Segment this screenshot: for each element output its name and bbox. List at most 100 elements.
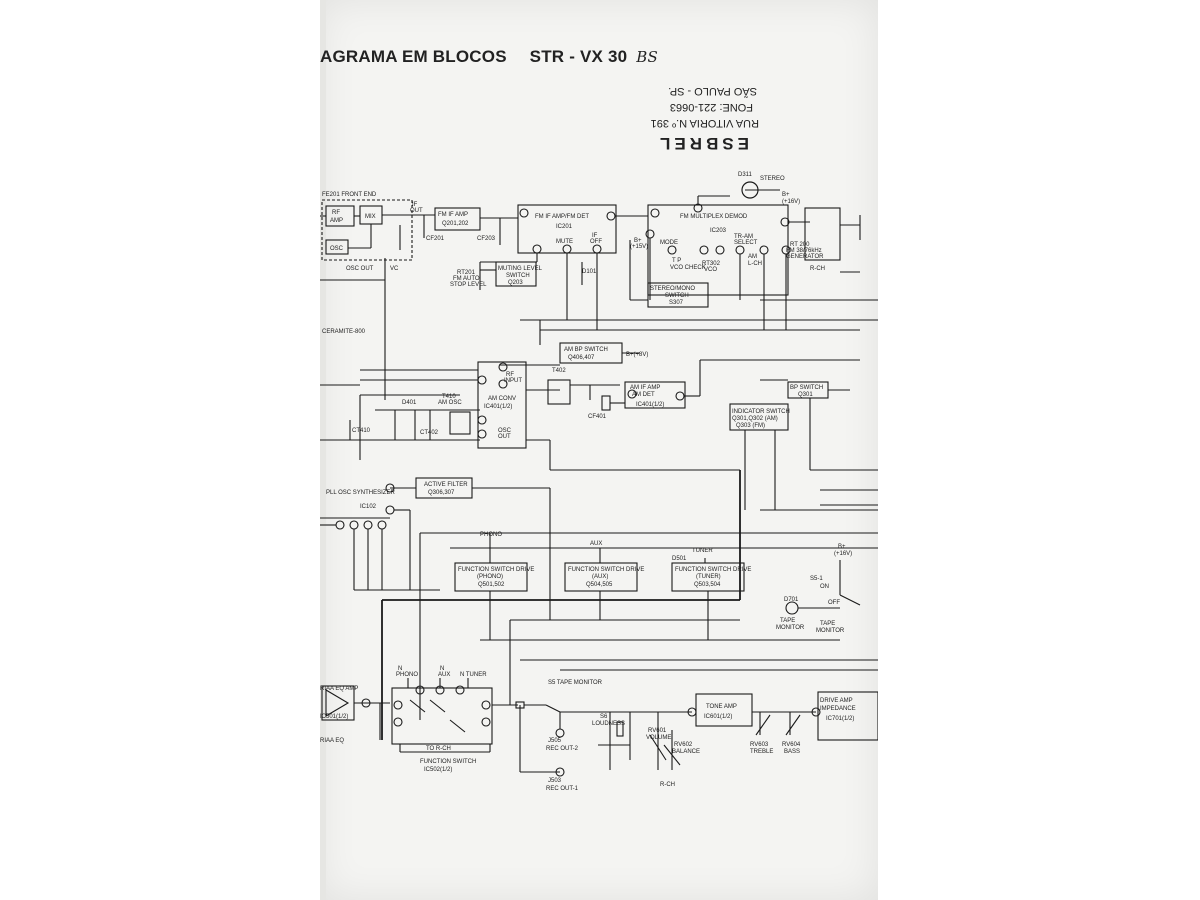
tone-amp-label-1: TONE AMP (706, 704, 737, 710)
mode-label: MODE (660, 240, 678, 246)
rf-input-label-2: INPUT (504, 378, 522, 384)
j505-label-2: REC OUT-2 (546, 746, 579, 752)
muting-label-1: MUTING LEVEL (498, 266, 543, 272)
fsd-aux-label-1: FUNCTION SWITCH DRIVE (568, 567, 644, 573)
b-plus-15-label-1: B+ (634, 238, 642, 244)
model-handwritten: BS (636, 48, 658, 66)
stereo-mono-label-3: S307 (669, 300, 684, 306)
am-conv-block (477, 361, 527, 449)
pll-label-1: PLL OSC SYNTHESIZER (326, 490, 395, 496)
fsd-aux-label-3: Q504,505 (586, 582, 613, 588)
in-phono-label-1: N (398, 666, 402, 672)
stamp-line-3: FONE: 221-0663 (670, 101, 753, 113)
fsd-phono-label-3: Q501,502 (478, 582, 505, 588)
s5-label: S5-1 (810, 576, 823, 582)
drive-amp-label-2: IMPEDANCE (820, 706, 856, 712)
rv601-label-1: RV601 (648, 728, 667, 734)
b-plus-8v-label: B+(+8V) (626, 352, 648, 358)
rt302-label-1: RT302 (702, 261, 721, 267)
title-text: AGRAMA EM BLOCOS (320, 47, 507, 66)
cf201-label: CF201 (426, 236, 445, 242)
am-if-amp-label-3: IC401(1/2) (636, 402, 664, 408)
rv602-label-2: BALANCE (672, 749, 700, 755)
in-aux-label-1: N (440, 666, 444, 672)
stereo-mono-label-2: SWITCH (665, 293, 689, 299)
model-text: STR - VX 30 (529, 47, 628, 66)
am-label-2: L-CH (748, 261, 762, 267)
rf-amp-label-2: AMP (330, 218, 343, 224)
on-label: ON (820, 584, 829, 590)
function-switch-label-2: IC502(1/2) (424, 767, 452, 773)
osc-out-am-label-2: OUT (498, 434, 511, 440)
in-aux-label-2: AUX (438, 672, 450, 678)
muting-label-2: SWITCH (506, 273, 530, 279)
if-out-label-2: OUT (410, 208, 423, 214)
stamp-line-1: ESBREL (656, 134, 749, 153)
s6-label-1: S6 (600, 714, 608, 720)
s5-tape-label: S5 TAPE MONITOR (548, 680, 603, 686)
rv604-label-2: BASS (784, 749, 800, 755)
fsd-phono (454, 562, 528, 592)
rt201-label-1: RT201 (457, 270, 476, 276)
stereo-mono-switch (647, 282, 709, 308)
stamp-line-2: RUA VITORIA N.º 391 (651, 117, 759, 129)
sheet-edge (320, 0, 326, 900)
mute-label: MUTE (556, 239, 573, 245)
cf401-filter (601, 395, 611, 411)
tp-label-1: T P (672, 258, 681, 264)
rv604-label-1: RV604 (782, 742, 801, 748)
d401-label: D401 (402, 400, 417, 406)
active-filter-label-2: Q306,307 (428, 490, 455, 496)
am-label-1: AM (748, 254, 757, 260)
fsd-tuner-label-2: (TUNER) (696, 574, 721, 580)
fm-if-amp-block (434, 207, 481, 231)
stereo-mono-label-1: STEREO/MONO (650, 286, 695, 292)
pll-label-2: IC102 (360, 504, 377, 510)
osc-out-label: OSC OUT (346, 266, 374, 272)
j505-label-1: J505 (548, 738, 562, 744)
osc-out-am-label-1: OSC (498, 428, 512, 434)
am-conv-label-1: AM CONV (488, 396, 516, 402)
rt302-label-2: VCO (704, 267, 717, 273)
phono-bus-label: PHONO (480, 532, 502, 538)
vc-label: VC (390, 266, 399, 272)
riaa-eq-label: RIAA EQ (320, 738, 344, 744)
t402-transformer (547, 379, 571, 405)
indicator-label-2: Q301,Q302 (AM) (732, 416, 778, 422)
am-bp-label-2: Q406,407 (568, 355, 595, 361)
bp-switch-label-2: Q301 (798, 392, 813, 398)
stamp-line-4: SÃO PAULO - SP. (668, 85, 757, 98)
block-diagram: FE201 FRONT END RF AMP MIX OSC IF OUT OS… (320, 172, 878, 792)
ceramite-label: CERAMITE-800 (322, 329, 366, 335)
function-switch-label-1: FUNCTION SWITCH (420, 759, 476, 765)
fm-if-amp-label-2: Q201,202 (442, 221, 469, 227)
page-title: AGRAMA EM BLOCOS STR - VX 30 BS (320, 47, 676, 67)
rch-bottom-label: R-CH (660, 782, 675, 788)
rv603-label-1: RV603 (750, 742, 769, 748)
stereo-indicator-label: STEREO (760, 176, 785, 182)
rt201-label-2: FM AUTO (453, 276, 480, 282)
rv603-label-2: TREBLE (750, 749, 773, 755)
d101-label: D101 (582, 269, 597, 275)
if-off-label-2: OFF (590, 239, 602, 245)
fm-mpx-label-2: IC203 (710, 228, 727, 234)
fsd-tuner-label-3: Q503,504 (694, 582, 721, 588)
tuner-bus-label: TUNER (692, 548, 713, 554)
t410-am-osc (449, 411, 471, 435)
am-if-amp-label-2: AM DET (632, 392, 655, 398)
s6-label-2: LOUDNESS (592, 721, 625, 727)
am-if-amp-block (624, 381, 686, 409)
t410-label-2: AM OSC (438, 400, 462, 406)
to-rch-label: TO R-CH (426, 746, 451, 752)
aux-bus-label: AUX (590, 541, 602, 547)
d501-label: D501 (672, 556, 687, 562)
fm-mpx-label-1: FM MULTIPLEX DEMOD (680, 214, 748, 220)
rf-input-label-1: RF (506, 372, 514, 378)
indicator-label-3: Q303 (FM) (736, 423, 765, 429)
tape-led-label-1: TAPE (780, 618, 795, 624)
riaa-label-1: RIAA EQ AMP (320, 686, 358, 692)
fsd-tuner-label-1: FUNCTION SWITCH DRIVE (675, 567, 751, 573)
ct410-label: CT410 (352, 428, 371, 434)
subcarrier-label-2: FM 38/76kHz (786, 248, 822, 254)
fm-multiplex-block (647, 204, 789, 296)
